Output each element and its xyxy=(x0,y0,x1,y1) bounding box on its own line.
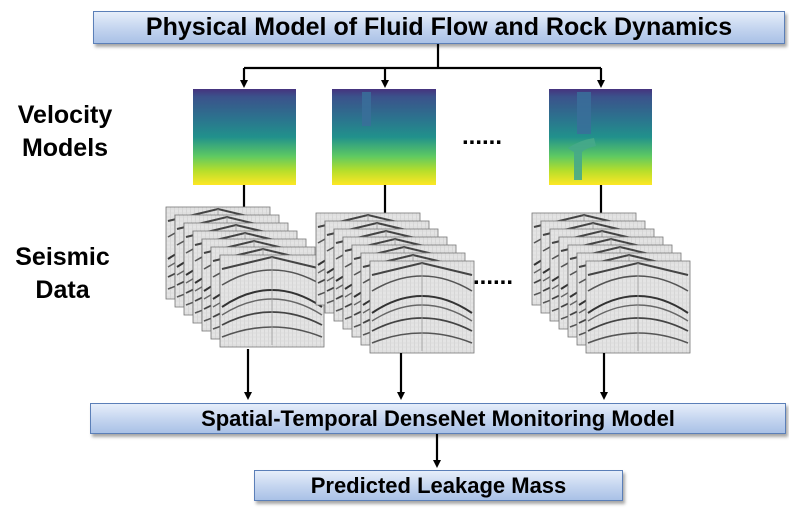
seismic-data-label: Seismic Data xyxy=(15,243,110,304)
ellipsis-velocity: ...... xyxy=(462,123,502,150)
velocity-models-label: Velocity Models xyxy=(17,101,113,162)
top-connectors xyxy=(240,44,605,88)
seismic-to-model-arrows xyxy=(244,349,608,400)
physical-model-box: Physical Model of Fluid Flow and Rock Dy… xyxy=(93,11,785,44)
ellipsis-seismic: ...... xyxy=(473,263,513,290)
seismic-stack-n xyxy=(532,213,690,353)
seismic-stack-1 xyxy=(166,207,324,347)
velocity-model-1 xyxy=(193,89,296,185)
predicted-leakage-label: Predicted Leakage Mass xyxy=(310,472,567,498)
velocity-model-n xyxy=(549,89,652,185)
velocity-model-2 xyxy=(332,89,436,185)
predicted-leakage-box: Predicted Leakage Mass xyxy=(254,470,623,501)
physical-model-label: Physical Model of Fluid Flow and Rock Dy… xyxy=(145,13,733,41)
monitoring-model-box: Spatial-Temporal DenseNet Monitoring Mod… xyxy=(90,403,786,434)
monitoring-model-label: Spatial-Temporal DenseNet Monitoring Mod… xyxy=(201,405,675,431)
seismic-stack-2 xyxy=(316,213,474,353)
